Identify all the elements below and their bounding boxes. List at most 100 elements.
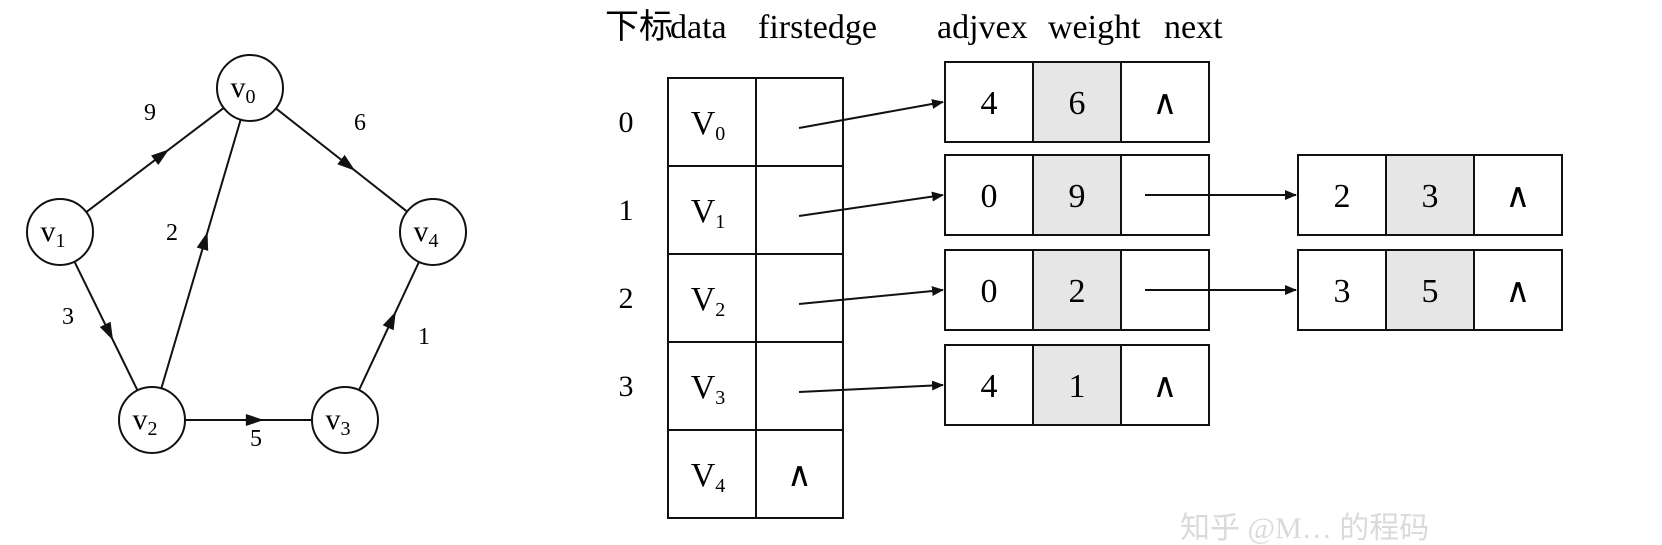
edge-node-adjvex-cell (944, 61, 1034, 143)
vertex-letter: v (41, 215, 56, 248)
edge-node-weight-cell (1032, 249, 1122, 331)
graph-vertex-v3: v3 (311, 386, 379, 454)
edge-node-adjvex-value: 4 (981, 85, 998, 122)
edge-node: 2 3 ∧ (1297, 154, 1563, 236)
graph-vertex-v4: v4 (399, 198, 467, 266)
firstedge-cell (755, 165, 844, 255)
vertex-data-letter: V (691, 457, 716, 494)
vertex-data-subscript: 0 (715, 123, 725, 145)
row-index: 1 (619, 194, 634, 227)
firstedge-pointer (798, 99, 944, 129)
vertex-letter: v (414, 215, 429, 248)
edge-node-adjvex-value: 3 (1334, 273, 1351, 310)
graph-vertex-v1: v1 (26, 198, 94, 266)
edge-line (160, 119, 242, 389)
edge-node-adjvex-value: 2 (1334, 178, 1351, 215)
vertex-data-subscript: 2 (715, 299, 725, 321)
vertex-label: v2 (133, 403, 158, 440)
edge-weight-label: 2 (166, 220, 178, 246)
vertex-subscript: 2 (148, 418, 158, 440)
edge-arrowhead (245, 414, 264, 426)
edge-node-adjvex-value: 0 (981, 178, 998, 215)
header-firstedge: firstedge (758, 9, 877, 46)
edge-node-weight-value: 3 (1422, 178, 1439, 215)
edge-arrowhead (337, 154, 356, 171)
vertex-data-subscript: 1 (715, 211, 725, 233)
vertex-label: v1 (41, 215, 66, 252)
edge-node-next-cell (1120, 344, 1210, 426)
vertex-circle (311, 386, 379, 454)
vertex-data-label: V2 (691, 281, 726, 321)
vertex-data-letter: V (691, 193, 716, 230)
table-header: 下标 data firstedge adjvex weight next (605, 8, 1223, 46)
firstedge-pointer (798, 286, 944, 305)
graph-edge-v1-v2: 3 (62, 261, 139, 391)
edge-node-next-value: ∧ (1506, 178, 1531, 215)
watermark: 知乎 @M… 的程码 (1180, 512, 1429, 545)
row-index: 2 (619, 282, 634, 315)
edge-node-weight-cell (1385, 154, 1475, 236)
header-index: 下标 (605, 8, 673, 46)
firstedge-cell (755, 253, 844, 343)
vertex-subscript: 3 (341, 418, 351, 440)
row-index: 0 (619, 106, 634, 139)
vertex-data-letter: V (691, 369, 716, 406)
edge-node-next-cell (1473, 249, 1563, 331)
edge-weight-label: 1 (418, 324, 430, 350)
graph-edge-v2-v0: 2 (160, 119, 242, 389)
vertex-data-subscript: 4 (715, 475, 725, 497)
firstedge-cell (755, 429, 844, 519)
edge-node-next-value: ∧ (1153, 368, 1178, 405)
edge-arrowhead (196, 231, 209, 251)
data-cell (667, 165, 757, 255)
edge-node-weight-cell (1032, 154, 1122, 236)
vertex-data-label: V1 (691, 193, 726, 233)
graph-vertex-v0: v0 (216, 54, 284, 122)
edge-node-weight-cell (1032, 61, 1122, 143)
vertex-data-label: V0 (691, 105, 726, 145)
vertex-data-label: V3 (691, 369, 726, 409)
vertex-subscript: 0 (246, 86, 256, 108)
edge-node-weight-value: 6 (1069, 85, 1086, 122)
header-weight: weight (1048, 9, 1141, 46)
edge-weight-label: 3 (62, 304, 74, 330)
firstedge-pointer (798, 191, 944, 217)
vertex-subscript: 1 (56, 230, 66, 252)
firstedge-null: ∧ (787, 457, 812, 494)
edge-weight-label: 9 (144, 100, 156, 126)
vertex-data-subscript: 3 (715, 387, 725, 409)
data-cell (667, 341, 757, 431)
edge-node-adjvex-value: 4 (981, 368, 998, 405)
header-adjvex: adjvex (937, 9, 1028, 46)
edge-node-next-cell (1473, 154, 1563, 236)
firstedge-pointer (798, 380, 944, 393)
vertex-data-label: V4 (691, 457, 726, 497)
vertex-data-letter: V (691, 281, 716, 318)
vertex-data-letter: V (691, 105, 716, 142)
graph-edge-v3-v4: 1 (358, 261, 430, 391)
watermark-text: 知乎 @M… 的程码 (1180, 512, 1429, 545)
graph-vertex-v2: v2 (118, 386, 186, 454)
vertex-label: v3 (326, 403, 351, 440)
graph-edge-v1-v0: 9 (85, 100, 225, 213)
edge-arrowhead (382, 311, 396, 331)
edge-node-adjvex-value: 0 (981, 273, 998, 310)
header-next: next (1164, 9, 1223, 46)
edge-weight-label: 5 (250, 426, 262, 452)
data-cell (667, 253, 757, 343)
